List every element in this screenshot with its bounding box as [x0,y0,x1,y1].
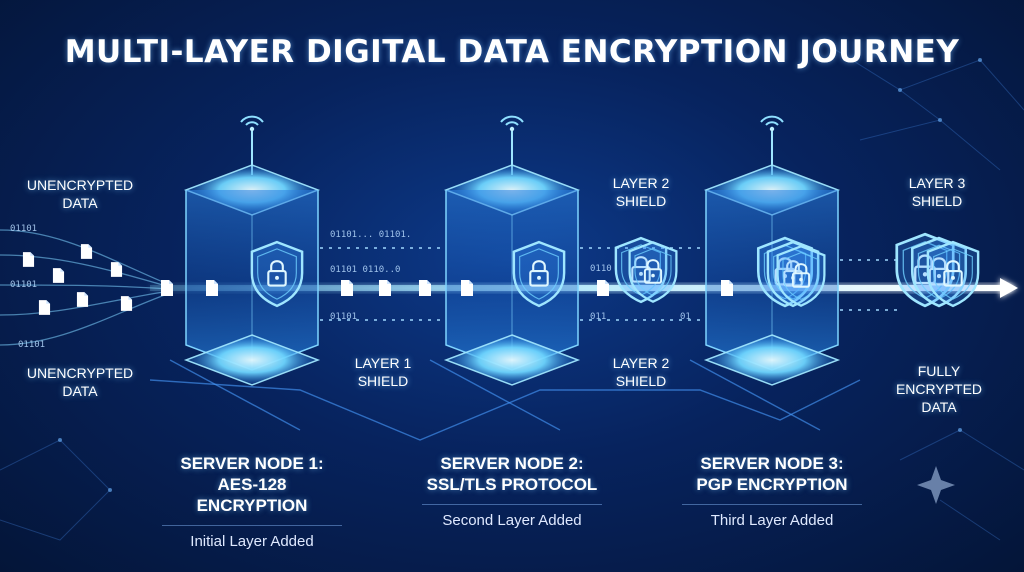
page-title: MULTI-LAYER DIGITAL DATA ENCRYPTION JOUR… [64,34,960,70]
document-icon [419,280,431,296]
binary-text: 01101 0110..0 [330,265,401,275]
sparkle-icon [917,466,955,504]
document-icon [161,280,173,296]
dotted-lines [320,247,900,321]
node-caption-3: SERVER NODE 3: PGP ENCRYPTION Third Laye… [682,453,862,529]
label-layer2-shield-bottom: LAYER 2 SHIELD [612,355,670,389]
binary-text: 01101 [18,340,46,350]
document-icon [597,280,609,296]
server-node-2 [443,115,581,386]
binary-text: 01101 [330,312,358,322]
binary-text: 01 [680,312,691,322]
node-subtitle: Second Layer Added [422,504,602,529]
server-node-1 [183,115,321,386]
label-unencrypted-top: UNENCRYPTED DATA [26,177,134,211]
wifi-icon [500,115,524,133]
document-icon [76,292,89,307]
document-icon [206,280,218,296]
label-unencrypted-bottom: UNENCRYPTED DATA [26,365,134,399]
document-icon [721,280,733,296]
node-caption-1: SERVER NODE 1: AES-128 ENCRYPTION Initia… [162,453,342,550]
label-layer2-shield-top: LAYER 2 SHIELD [612,175,670,209]
data-beam [150,285,1010,291]
document-icon [461,280,473,296]
server-node-3 [703,115,841,386]
node-title-line1: SERVER NODE 3: [700,454,844,473]
node-title-line2: PGP ENCRYPTION [696,475,848,494]
label-fully-encrypted: FULLY ENCRYPTED DATA [895,363,983,415]
document-icon [110,262,123,277]
label-layer3-shield: LAYER 3 SHIELD [908,175,966,209]
binary-text: 01101 [10,224,38,234]
wifi-icon [760,115,784,133]
binary-text: 01101... 01101. [330,230,412,240]
layer2-shields [614,236,678,304]
incoming-streams [0,229,171,346]
node-title-line2: AES-128 ENCRYPTION [196,475,308,515]
layer3-shields [895,232,980,308]
document-icon [341,280,353,296]
wifi-icon [240,115,264,133]
arrow-head-icon [1000,278,1018,298]
node-subtitle: Initial Layer Added [162,525,342,550]
node-title-line2: SSL/TLS PROTOCOL [426,475,598,494]
document-icon [120,296,133,311]
node-title-line1: SERVER NODE 1: [180,454,324,473]
binary-text: 0110 [590,264,612,274]
label-layer1-shield: LAYER 1 SHIELD [354,355,412,389]
document-icon [22,252,35,267]
circuit-floor [149,359,861,441]
node-caption-2: SERVER NODE 2: SSL/TLS PROTOCOL Second L… [422,453,602,529]
node-title-line1: SERVER NODE 2: [440,454,584,473]
binary-text: 01101 [10,280,38,290]
document-icon [52,268,65,283]
node-subtitle: Third Layer Added [682,504,862,529]
document-icon [379,280,391,296]
document-icon [80,244,93,259]
document-icon [38,300,51,315]
binary-text: 011 [590,312,607,322]
